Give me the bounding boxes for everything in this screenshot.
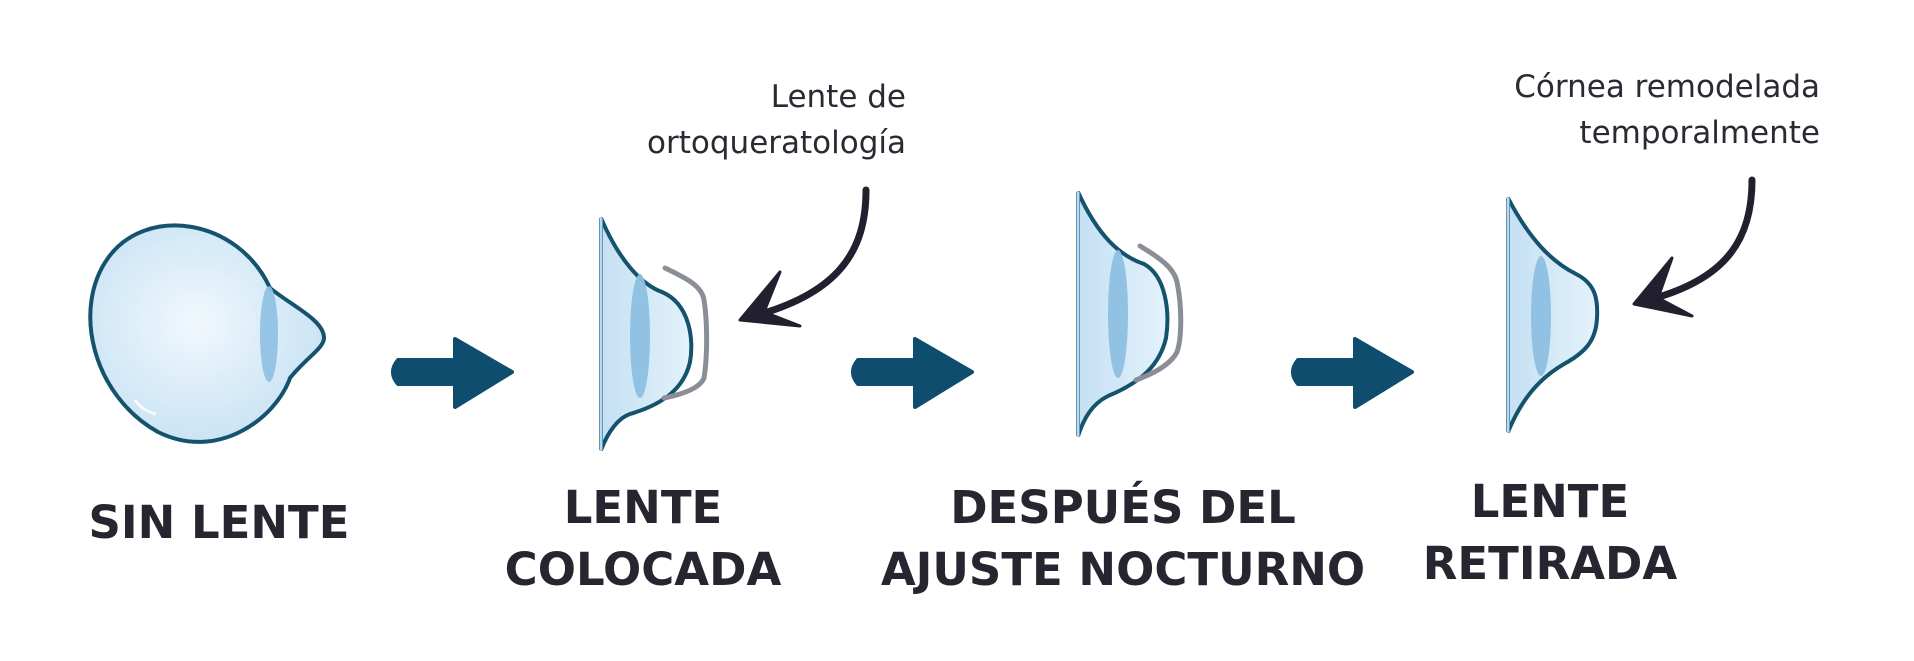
right-arrow-icon	[391, 337, 514, 409]
curved-arrow-icon	[1632, 176, 1756, 318]
lens-annotation-line-1: Lente de	[770, 79, 906, 115]
right-arrow-icon	[1291, 337, 1414, 409]
stage-label-line-1: LENTE	[563, 481, 723, 534]
stage-label-line-1: DESPUÉS DEL	[950, 481, 1296, 534]
stage-label-line-1: LENTE	[1470, 475, 1630, 528]
cornea-annotation-line-2: temporalmente	[1579, 115, 1820, 151]
curved-arrow-icon	[738, 186, 870, 328]
stage-label-line-2: AJUSTE NOCTURNO	[880, 543, 1366, 596]
lens-annotation-line-2: ortoqueratología	[647, 125, 906, 161]
eye-lens-placed-icon	[599, 217, 710, 451]
stage-label-line-2: COLOCADA	[504, 543, 782, 596]
cornea-annotation-line-1: Córnea remodelada	[1514, 69, 1820, 105]
eye-after-night-icon	[1076, 191, 1184, 437]
stage-label-no-lens: SIN LENTE	[89, 492, 350, 554]
eye-no-lens-icon	[88, 223, 327, 444]
stage-label-lens-removed: LENTE RETIRADA	[1423, 471, 1678, 595]
cornea-annotation: Córnea remodelada temporalmente	[1514, 64, 1820, 156]
stage-label-after-night: DESPUÉS DEL AJUSTE NOCTURNO	[881, 477, 1365, 601]
stage-label-line-2: RETIRADA	[1422, 537, 1678, 590]
eye-lens-removed-icon	[1506, 197, 1600, 433]
stage-label-line-1: SIN LENTE	[88, 496, 350, 549]
right-arrow-icon	[851, 337, 974, 409]
stage-label-lens-placed: LENTE COLOCADA	[505, 477, 782, 601]
lens-annotation: Lente de ortoqueratología	[647, 74, 906, 166]
